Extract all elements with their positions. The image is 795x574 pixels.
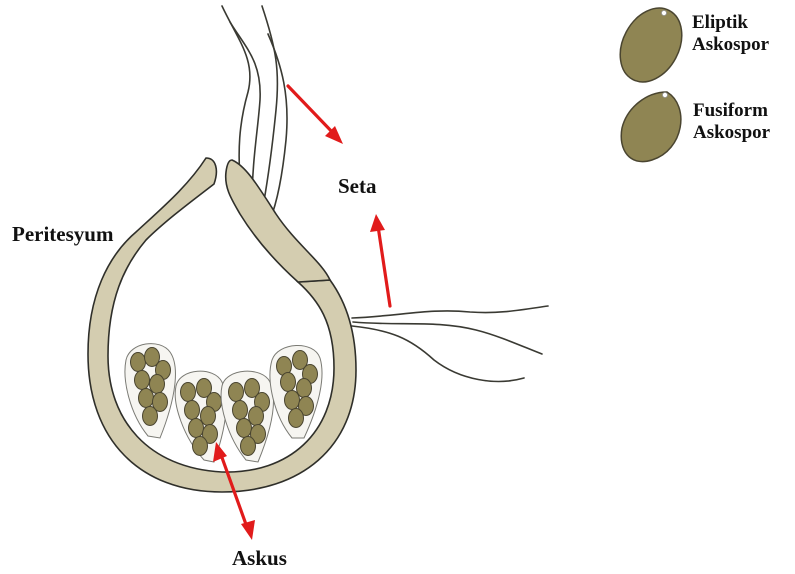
seta-hair-top-4	[268, 34, 287, 220]
asci	[125, 344, 322, 462]
seta-arrow-lower	[370, 214, 390, 306]
legend-elliptic-line1: Eliptik	[692, 12, 769, 34]
seta-hair-right-1	[352, 306, 548, 318]
ascus-4	[270, 345, 322, 438]
askus-label: Askus	[232, 546, 287, 571]
ascus-1	[125, 344, 175, 438]
peritesyum-label: Peritesyum	[12, 222, 113, 247]
perithecium-wall-right	[226, 160, 330, 282]
elliptic-spore-icon	[608, 0, 694, 93]
legend-fusiform-line2: Askospor	[693, 122, 770, 144]
seta-hair-right-2	[353, 322, 542, 354]
ascus-3	[221, 371, 273, 462]
legend-elliptic-label: Eliptik Askospor	[692, 12, 769, 56]
legend-icons	[608, 0, 694, 162]
legend-elliptic-line2: Askospor	[692, 34, 769, 56]
seta-hair-right-3	[352, 326, 524, 381]
seta-label: Seta	[338, 174, 377, 199]
legend-fusiform-label: Fusiform Askospor	[693, 100, 770, 144]
perithecium	[88, 158, 356, 492]
seta-arrow-upper	[288, 86, 343, 144]
fusiform-spore-icon	[621, 92, 681, 162]
legend-fusiform-line1: Fusiform	[693, 100, 770, 122]
perithecium-wall-left	[88, 158, 356, 492]
setae	[222, 6, 548, 381]
